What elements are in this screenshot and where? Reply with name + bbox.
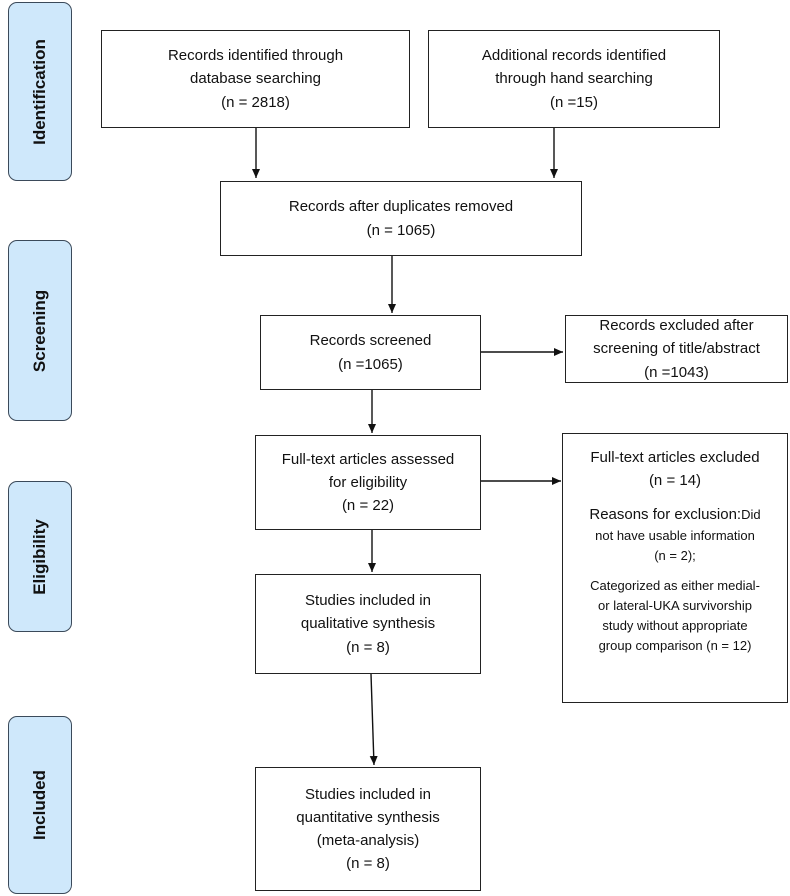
box-quantitative-synthesis: Studies included in quantitative synthes… — [255, 767, 481, 891]
fulltext-line-1: Full-text articles assessed — [281, 450, 455, 468]
reason-2-line-4: group comparison (n = 12) — [598, 638, 752, 654]
qualitative-line-1: Studies included in — [305, 592, 431, 610]
exclusion-reasons-line: Reasons for exclusion:Did — [589, 503, 760, 526]
quantitative-line-1: Studies included in — [305, 785, 431, 803]
box-qualitative-synthesis: Studies included in qualitative synthesi… — [255, 574, 481, 674]
database-count: (n = 2818) — [221, 93, 290, 111]
stage-screening-label: Screening — [30, 289, 49, 372]
box-database-records: Records identified through database sear… — [101, 30, 410, 128]
duplicates-count: (n = 1065) — [366, 221, 436, 239]
arrow-qualitative-to-quantitative — [369, 673, 378, 766]
fulltext-count: (n = 22) — [341, 497, 395, 515]
hand-count: (n =15) — [550, 93, 598, 111]
stage-eligibility-label: Eligibility — [30, 518, 49, 595]
stage-included-label: Included — [30, 770, 49, 840]
hand-line-1: Additional records identified — [481, 47, 667, 65]
stage-eligibility: Eligibility — [8, 481, 72, 632]
database-line-1: Records identified through — [167, 47, 344, 65]
fulltext-excluded-count: (n = 14) — [648, 472, 702, 490]
reason-1-part-a: Did — [741, 506, 761, 522]
duplicates-line-1: Records after duplicates removed — [288, 198, 514, 216]
quantitative-count: (n = 8) — [346, 855, 390, 873]
reason-1-count: (n = 2); — [654, 547, 696, 563]
screened-line-1: Records screened — [309, 332, 432, 350]
box-fulltext-assessed: Full-text articles assessed for eligibil… — [255, 435, 481, 530]
box-records-screened: Records screened (n =1065) — [260, 315, 481, 390]
box-records-excluded-title: Records excluded after screening of titl… — [565, 315, 788, 383]
excluded-title-line-2: screening of title/abstract — [593, 340, 760, 358]
excluded-title-line-1: Records excluded after — [599, 317, 754, 335]
box-hand-search-records: Additional records identified through ha… — [428, 30, 720, 128]
fulltext-line-2: for eligibility — [328, 473, 408, 491]
fulltext-excluded-title: Full-text articles excluded — [590, 449, 760, 466]
reason-2-line-2: or lateral-UKA survivorship — [598, 598, 752, 614]
reason-1-part-b: not have usable information — [595, 527, 755, 543]
quantitative-line-3: (meta-analysis) — [316, 832, 420, 849]
screened-count: (n =1065) — [338, 355, 403, 373]
reason-2-line-3: study without appropriate — [602, 618, 748, 634]
excluded-title-count: (n =1043) — [644, 363, 709, 381]
stage-identification: Identification — [8, 2, 72, 181]
stage-screening: Screening — [8, 240, 72, 421]
hand-line-2: through hand searching — [495, 70, 653, 88]
box-fulltext-excluded: Full-text articles excluded (n = 14) Rea… — [562, 433, 788, 703]
qualitative-count: (n = 8) — [346, 638, 390, 656]
qualitative-line-2: qualitative synthesis — [300, 615, 436, 633]
quantitative-line-2: quantitative synthesis — [296, 808, 440, 826]
box-duplicates-removed: Records after duplicates removed (n = 10… — [220, 181, 582, 256]
reason-2-line-1: Categorized as either medial- — [590, 578, 760, 594]
stage-identification-label: Identification — [30, 38, 49, 145]
exclusion-reasons-heading: Reasons for exclusion: — [589, 505, 742, 523]
stage-included: Included — [8, 716, 72, 894]
database-line-2: database searching — [190, 70, 321, 88]
